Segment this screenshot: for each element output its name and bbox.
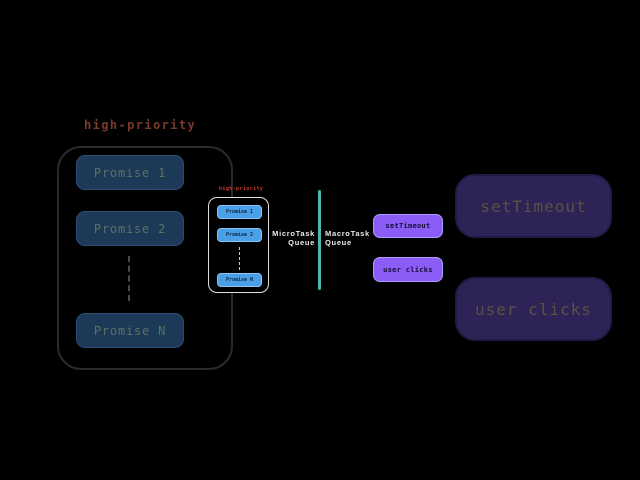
microtask-queue-label: MicroTask Queue (240, 229, 315, 247)
macrotask-queue-label-line1: MacroTask (325, 229, 370, 238)
macrotask-queue-label: MacroTask Queue (325, 229, 400, 247)
user-clicks-box-large: user clicks (455, 277, 612, 341)
settimeout-box-large: setTimeout (455, 174, 612, 238)
promise-box-large-n: Promise N (76, 313, 184, 348)
dashed-connector-large (128, 256, 130, 301)
high-priority-label-small: high-priority (219, 186, 264, 192)
settimeout-box-small: setTimeout (373, 214, 443, 238)
promise-box-large-1: Promise 1 (76, 155, 184, 190)
high-priority-label-large: high-priority (84, 118, 197, 132)
macrotask-queue-label-line2: Queue (325, 238, 352, 247)
promise-box-small-n: Promise N (217, 273, 262, 287)
user-clicks-box-small: user clicks (373, 257, 443, 282)
microtask-queue-label-line2: Queue (288, 238, 315, 247)
dashed-connector-small (239, 247, 240, 270)
microtask-queue-label-line1: MicroTask (272, 229, 315, 238)
promise-box-large-2: Promise 2 (76, 211, 184, 246)
queue-divider-line (318, 190, 321, 290)
promise-box-small-2: Promise 2 (217, 228, 262, 242)
promise-box-small-1: Promise 1 (217, 205, 262, 219)
